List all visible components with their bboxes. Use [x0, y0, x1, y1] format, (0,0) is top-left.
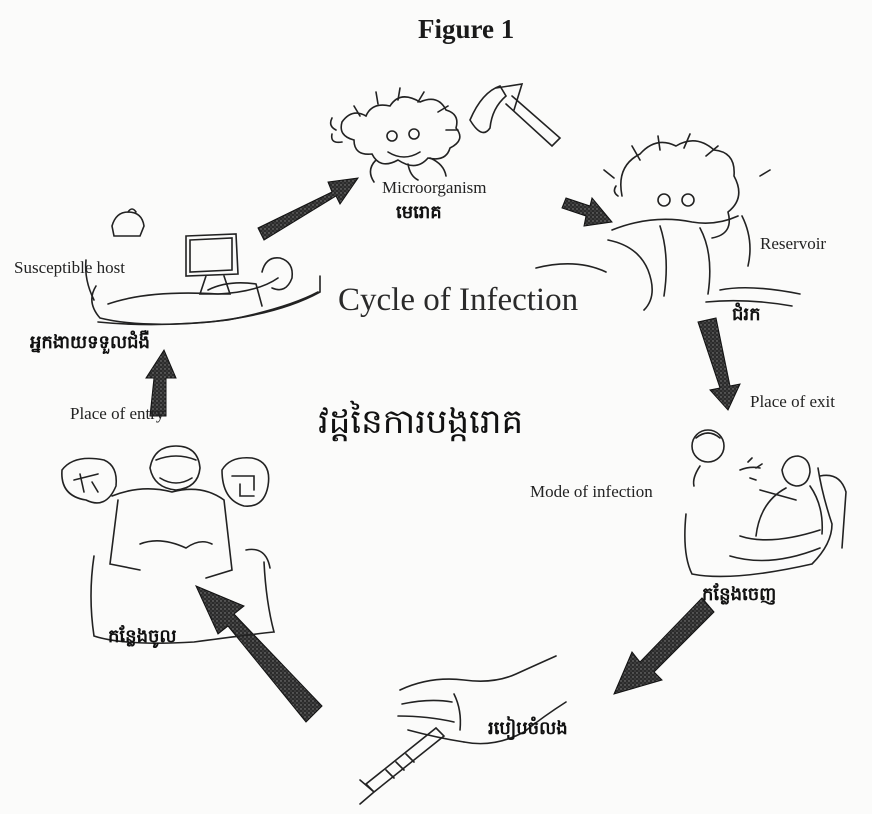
mode-of-infection-label-km: របៀបចំលង [488, 716, 568, 743]
microorganism-label-en: Microorganism [382, 178, 487, 198]
reservoir-label-km: ជំរក [732, 302, 761, 329]
arrow-mode-to-entry [196, 586, 322, 722]
microorganism-label-km: មេរោគ [396, 200, 442, 227]
place-of-exit-label-km: កន្លែងចេញ [702, 582, 776, 609]
arrow-host-to-microorganism [258, 178, 358, 240]
place-of-exit-label-en: Place of exit [750, 392, 835, 412]
cycle-title-km: វដ្តនៃការបង្ករោគ [318, 400, 523, 450]
place-of-entry-label-km: កន្លែងចូល [108, 624, 177, 651]
exit-sketch [685, 430, 846, 576]
cycle-title-en: Cycle of Infection [338, 282, 578, 319]
susceptible-host-label-en: Susceptible host [14, 258, 125, 278]
surgeon-sketch [62, 446, 274, 643]
reservoir-label-en: Reservoir [760, 234, 826, 254]
figure-title: Figure 1 [418, 14, 514, 45]
arrow-microorganism-to-reservoir [562, 198, 612, 226]
susceptible-host-label-km: អ្នកងាយទទួលជំងឺ [30, 330, 150, 357]
arrow-reservoir-to-exit [698, 318, 740, 410]
arrow-exit-to-mode [614, 598, 714, 694]
mode-of-infection-label-en: Mode of infection [530, 482, 653, 502]
place-of-entry-label-en: Place of entry [70, 404, 164, 424]
microorganism-sketch [331, 84, 560, 182]
